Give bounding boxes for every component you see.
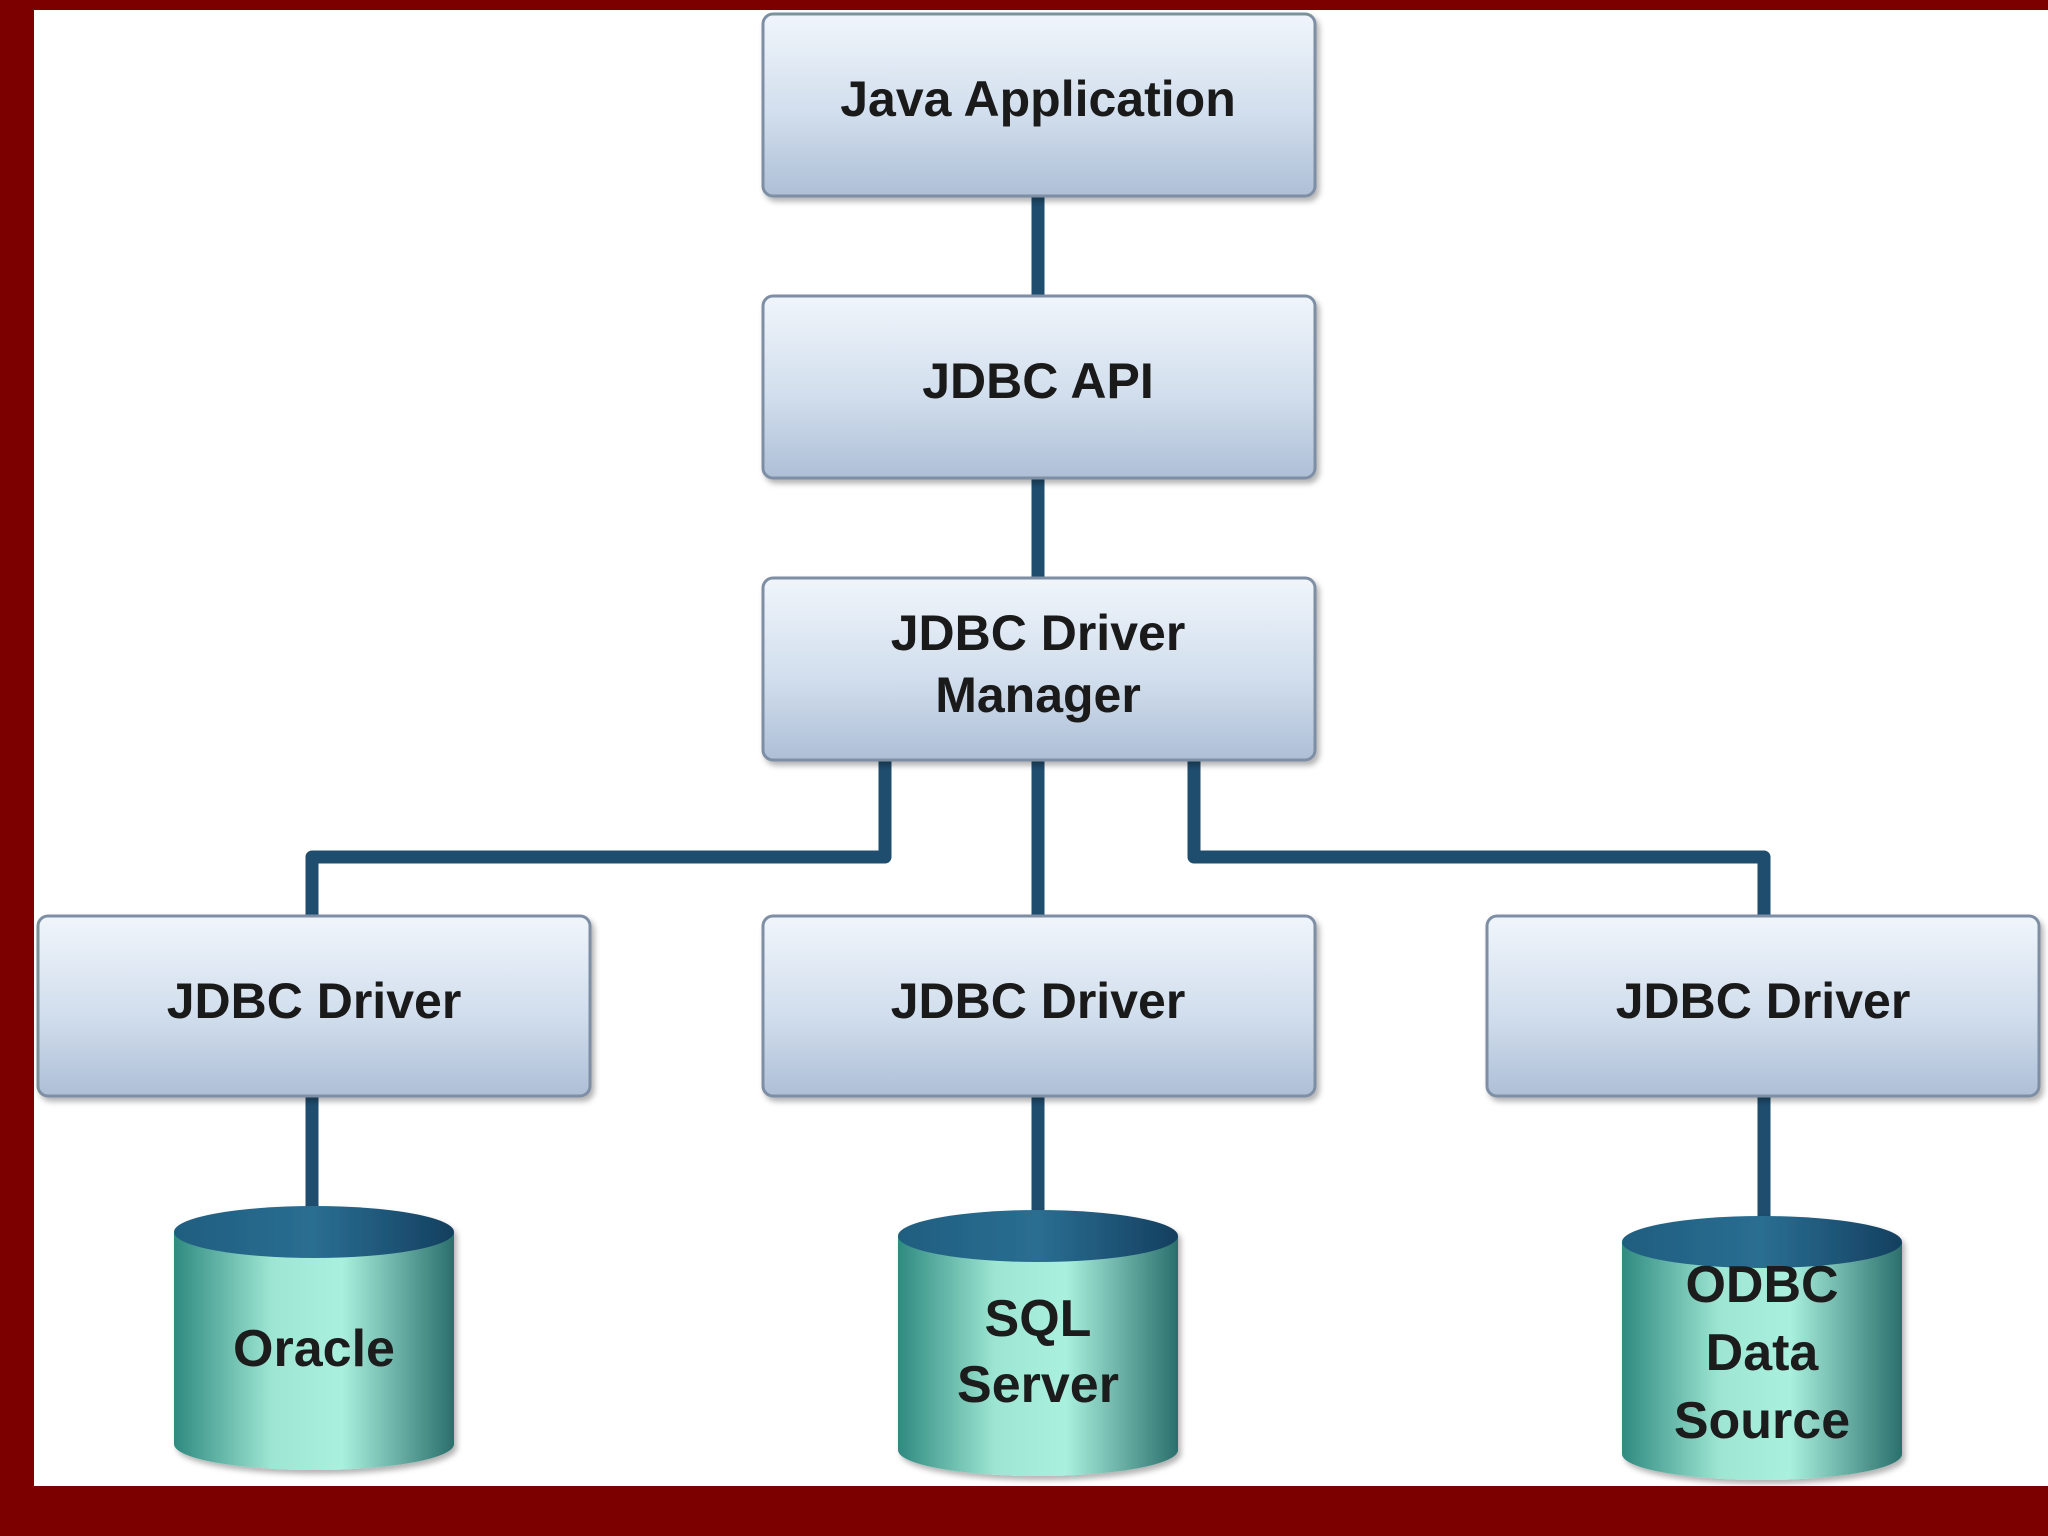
odbc-data-source-label-line-2: Data (1706, 1324, 1820, 1382)
jdbc-driver-box-center: JDBC Driver (761, 914, 1317, 1098)
jdbc-driver-manager-box: JDBC Driver Manager (761, 576, 1317, 762)
oracle-label: Oracle (233, 1320, 395, 1378)
jdbc-driver-manager-label-line-1: JDBC Driver (891, 605, 1186, 661)
java-application-label: Java Application (840, 71, 1235, 127)
jdbc-driver-label-right: JDBC Driver (1616, 973, 1911, 1029)
jdbc-api-label: JDBC API (922, 353, 1154, 409)
jdbc-api-box: JDBC API (761, 294, 1317, 480)
jdbc-driver-box-right: JDBC Driver (1485, 914, 2041, 1098)
jdbc-driver-box-left: JDBC Driver (36, 914, 592, 1098)
sql-server-label-line-2: Server (957, 1356, 1119, 1414)
odbc-data-source-database-cylinder: ODBC Data Source (1622, 1216, 1902, 1480)
jdbc-driver-manager-label-line-2: Manager (935, 667, 1141, 723)
jdbc-driver-label-left: JDBC Driver (167, 973, 462, 1029)
connector-manager-driver-left (305, 755, 892, 916)
connectors (305, 190, 1771, 1222)
connector-manager-driver-right (1187, 755, 1771, 916)
sql-server-database-cylinder: SQL Server (898, 1210, 1178, 1476)
oracle-database-cylinder: Oracle (174, 1206, 454, 1470)
java-application-box: Java Application (761, 12, 1317, 198)
sql-server-label-line-1: SQL (985, 1290, 1092, 1348)
jdbc-driver-label-center: JDBC Driver (891, 973, 1186, 1029)
odbc-data-source-label-line-1: ODBC (1685, 1256, 1838, 1314)
odbc-data-source-label-line-3: Source (1674, 1392, 1850, 1450)
